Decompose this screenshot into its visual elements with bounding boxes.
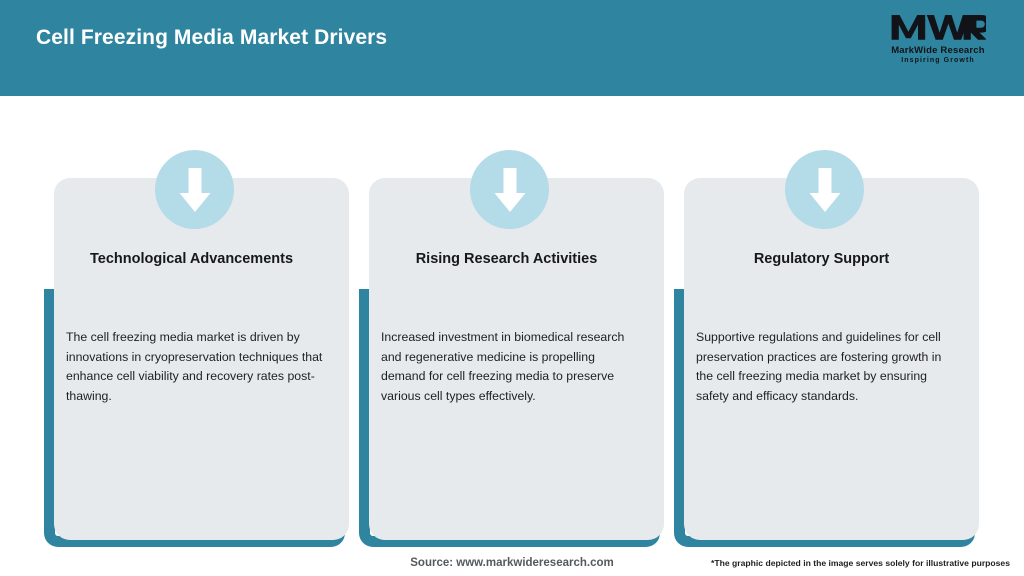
- arrow-down-icon: [785, 150, 864, 229]
- driver-card-technological-advancements[interactable]: Technological Advancements The cell free…: [44, 96, 375, 551]
- disclaimer-label: *The graphic depicted in the image serve…: [711, 558, 1010, 568]
- driver-card-rising-research-activities[interactable]: Rising Research Activities Increased inv…: [359, 96, 690, 551]
- card-panel: [684, 178, 979, 540]
- source-label: Source: www.markwideresearch.com: [410, 557, 614, 569]
- card-heading: Regulatory Support: [753, 251, 890, 267]
- logo-tagline: Inspiring Growth: [901, 57, 975, 64]
- card-panel: [369, 178, 664, 540]
- card-heading: Technological Advancements: [89, 251, 294, 267]
- card-description: Supportive regulations and guidelines fo…: [696, 330, 942, 403]
- card-panel: [54, 178, 349, 540]
- mwr-logo-icon: [891, 15, 986, 40]
- header-bar: [0, 0, 1024, 96]
- brand-logo: MarkWide Research Inspiring Growth: [874, 10, 1002, 72]
- driver-card-regulatory-support[interactable]: Regulatory Support Supportive regulation…: [674, 96, 1005, 551]
- card-description: The cell freezing media market is driven…: [66, 330, 323, 403]
- arrow-down-icon: [155, 150, 234, 229]
- logo-company-name: MarkWide Research: [891, 45, 985, 56]
- card-description: Increased investment in biomedical resea…: [381, 330, 625, 403]
- arrow-down-icon: [470, 150, 549, 229]
- card-heading: Rising Research Activities: [415, 251, 598, 267]
- drivers-card-row: Technological Advancements The cell free…: [0, 96, 1024, 551]
- page-title: Cell Freezing Media Market Drivers: [36, 26, 388, 49]
